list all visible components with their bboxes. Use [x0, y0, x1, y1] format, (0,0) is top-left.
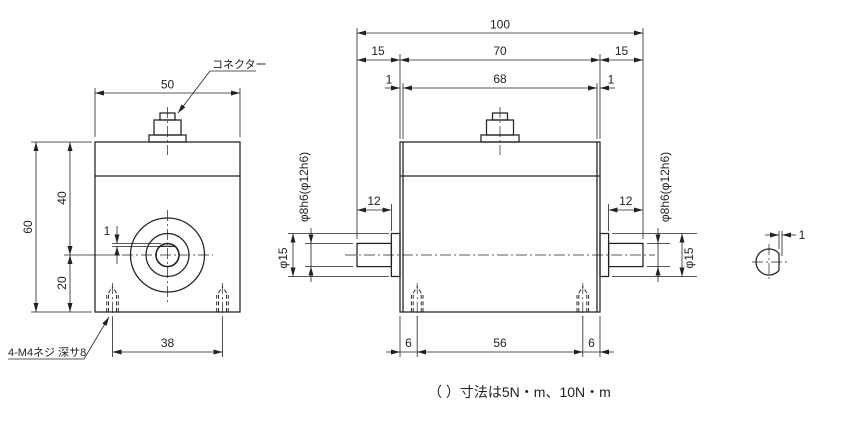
connector-leader-line: [177, 70, 256, 114]
connector-label: コネクター: [212, 58, 267, 71]
dim-front-height-total: 60: [21, 141, 92, 313]
dim-detail-flat-depth: 1: [765, 228, 806, 256]
dim-boss-dia-left: φ15: [276, 233, 389, 277]
dim-cover-width-value: 68: [493, 72, 507, 86]
mounting-screws-leader-line: [8, 316, 110, 360]
dim-total-length: 100: [356, 18, 644, 239]
dim-front-flat-depth: 1: [104, 224, 161, 264]
dim-front-height-upper: 40: [55, 142, 120, 256]
dim-front-height-total-value: 60: [21, 220, 35, 234]
dim-gap-left-value: 1: [386, 73, 393, 87]
dim-body-width-value: 70: [493, 44, 507, 58]
note-torque-variants: （ ）寸法は5N・m、10N・m: [428, 384, 611, 400]
dim-shaft-right-value: 15: [615, 44, 629, 58]
dim-total-length-value: 100: [490, 18, 510, 32]
dim-shaft-length-right: 12: [608, 194, 643, 231]
dim-detail-flat-depth-value: 1: [799, 228, 806, 242]
shaft-end-section: [755, 248, 780, 276]
dim-shaft-dia-right: φ8h6(φ12h6): [647, 152, 672, 282]
dim-boss-dia-left-value: φ15: [276, 247, 290, 268]
dim-front-flat-depth-value: 1: [104, 224, 111, 238]
mounting-screws-callout: 4-M4ネジ 深サ8: [8, 316, 110, 360]
dim-front-width: 50: [94, 78, 241, 137]
detail-view: 1: [752, 228, 806, 281]
dim-shaft-left-value: 15: [371, 44, 385, 58]
dim-front-hole-span-value: 38: [161, 336, 175, 350]
dim-hole-offset-left-value: 6: [405, 336, 412, 350]
dim-shaft-length-left-value: 12: [367, 194, 381, 208]
dim-front-width-value: 50: [161, 78, 175, 92]
shaft-right: [607, 242, 644, 268]
dim-front-hole-span: 38: [112, 318, 223, 357]
connector-callout: コネクター: [177, 58, 267, 114]
mounting-screws-label: 4-M4ネジ 深サ8: [8, 346, 86, 359]
dim-gap-right-value: 1: [608, 73, 615, 87]
dim-hole-offset-right-value: 6: [588, 336, 595, 350]
dim-hole-pitch-value: 56: [493, 336, 507, 350]
dim-shaft-dia-left-value: φ8h6(φ12h6): [297, 152, 311, 222]
side-body: [399, 141, 601, 313]
dim-shaft-length-left: 12: [357, 194, 392, 231]
dim-boss-dia-right-value: φ15: [682, 247, 696, 268]
dim-front-height-lower-value: 20: [55, 276, 69, 290]
dim-cover: 1 68 1: [385, 72, 615, 139]
dim-shaft-length-right-value: 12: [619, 194, 633, 208]
dim-front-height-upper-value: 40: [55, 191, 69, 205]
side-view-mounting-holes: [410, 282, 590, 321]
side-view-outline: [356, 112, 644, 313]
dim-shaft-body-shaft: 15 70 15: [357, 44, 643, 139]
side-view: 100 15 70 15 1 68 1 12: [276, 18, 697, 357]
dim-shaft-dia-right-value: φ8h6(φ12h6): [658, 152, 672, 222]
dim-boss-dia-right: φ15: [612, 233, 697, 277]
dim-front-height-lower: 20: [55, 255, 73, 312]
side-view-centerlines: [345, 107, 655, 256]
front-view-centerlines: [122, 107, 213, 302]
front-view: 50 60 40 20 1 38: [8, 58, 267, 360]
dim-hole-positions: 6 56 6: [386, 316, 614, 357]
dim-shaft-dia-left: φ8h6(φ12h6): [297, 152, 353, 282]
